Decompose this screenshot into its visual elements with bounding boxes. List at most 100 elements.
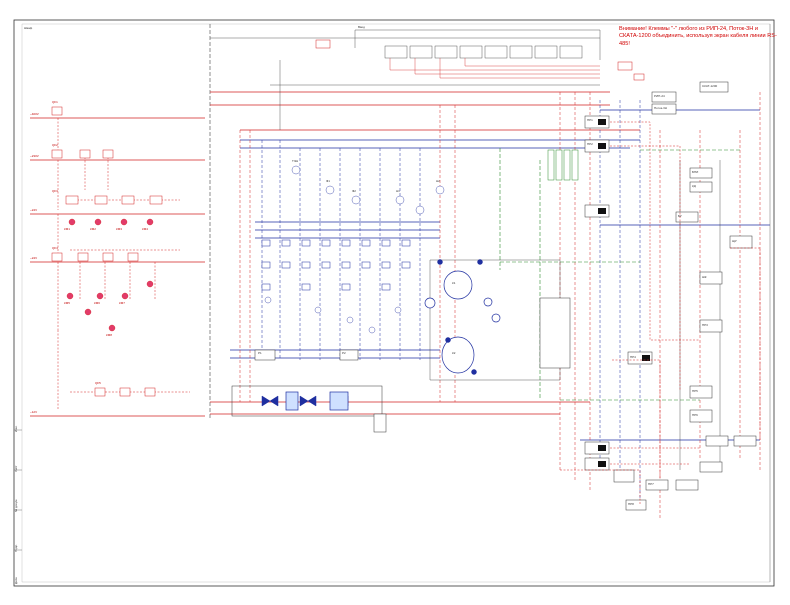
- top-modules-item: [484, 45, 508, 59]
- warning-note: Внимание! Клеммы "-" любого из РИП-24, П…: [619, 26, 777, 47]
- instrument-cluster-item: [281, 239, 291, 247]
- right-red-routing-item: [612, 359, 661, 480]
- right-device-boxes-item: [689, 181, 713, 193]
- right-device-boxes-item: [625, 499, 647, 511]
- left-row-label: ~24V: [30, 256, 38, 260]
- instrument-cluster-item: [301, 239, 311, 247]
- title-block-cell: Подп.: [14, 544, 18, 552]
- top-module-wires-item: [414, 58, 600, 75]
- left-bus-drops: [57, 118, 190, 410]
- top-module-wires-item: [389, 58, 600, 71]
- device-label: ПР7: [648, 482, 654, 486]
- top-module-wires-item: [439, 58, 600, 79]
- component-label: К2: [452, 351, 456, 355]
- right-device-blocks-item: [598, 143, 606, 149]
- instrument-cluster-item: [261, 239, 271, 247]
- right-red-routing-item: [610, 145, 681, 390]
- instrument-cluster-item: [361, 239, 371, 247]
- right-device-boxes-item: [645, 479, 669, 491]
- left-sensors-item: [84, 308, 92, 316]
- instrument-cluster-item: [381, 239, 391, 247]
- title-block-cell: Лист: [14, 465, 18, 472]
- relay-label: КМ7: [119, 301, 125, 305]
- device-label: ПР5: [692, 389, 698, 393]
- heat-exchanger-box: [231, 385, 383, 417]
- breaker-label: QF3: [52, 189, 58, 193]
- right-device-boxes-item: [613, 469, 635, 483]
- device-label: СКАТ-1200: [702, 84, 718, 88]
- right-red-routing-item: [610, 121, 700, 341]
- left-relay-boxes-item: [102, 252, 114, 262]
- top-module-wires-item: [464, 58, 600, 67]
- left-sensors-item: [146, 218, 154, 226]
- top-small-terminal: [315, 39, 331, 49]
- top-right-boxes-item: [633, 73, 645, 81]
- heat-exchanger-valves-item: [269, 395, 279, 407]
- right-ground-strips-item: [547, 149, 555, 181]
- instrument-cluster-item: [301, 283, 311, 291]
- pump-symbols-item: [437, 259, 443, 265]
- heat-exchanger-valves-item: [307, 395, 317, 407]
- top-modules-item: [384, 45, 408, 59]
- component-label: Р1: [258, 351, 262, 355]
- device-label: ПР8: [628, 502, 634, 506]
- left-row-label: ~400V: [30, 112, 39, 116]
- control-lines: [210, 29, 721, 470]
- right-device-boxes-item: [699, 461, 723, 473]
- left-row-label: ~12V: [30, 410, 38, 414]
- top-modules-item: [409, 45, 433, 59]
- instrument-cluster-item: [261, 261, 271, 269]
- instrument-cluster-item: [341, 283, 351, 291]
- left-relay-boxes-item: [127, 252, 139, 262]
- instrument-sensors-item: [325, 185, 335, 195]
- component-label: Н1: [396, 189, 400, 193]
- device-label: ЩУ: [732, 239, 737, 243]
- left-relay-boxes-item: [94, 387, 106, 397]
- right-device-boxes-item: [689, 385, 713, 399]
- instrument-sensors-item: [351, 195, 361, 205]
- left-sensors-item: [68, 218, 76, 226]
- right-device-blocks-item: [642, 355, 650, 361]
- right-red-routing-item: [730, 247, 761, 440]
- breaker-label: QF2: [52, 143, 58, 147]
- right-device-blocks-item: [598, 461, 606, 467]
- right-device-boxes-item: [675, 211, 699, 223]
- component-label: Ф1: [326, 179, 330, 183]
- instrument-cluster-item: [261, 283, 271, 291]
- left-sensors-item: [94, 218, 102, 226]
- left-sensors-item: [96, 292, 104, 300]
- device-label: БУ: [678, 214, 682, 218]
- right-ground-strips-item: [555, 149, 563, 181]
- top-modules-item: [559, 45, 583, 59]
- left-sensors-item: [108, 324, 116, 332]
- instrument-cluster-item: [381, 283, 391, 291]
- tank-symbols-item: [424, 297, 436, 309]
- left-relay-boxes-item: [79, 149, 91, 159]
- instrument-sensors-item: [346, 316, 354, 324]
- left-relay-boxes-item: [65, 195, 79, 205]
- header-top-label: Ввод: [358, 25, 365, 29]
- device-label: ПР4: [630, 355, 636, 359]
- right-device-boxes-item: [699, 319, 723, 333]
- right-red-routing: [560, 121, 761, 505]
- left-relay-boxes: [51, 106, 163, 397]
- device-label: БПИ: [692, 170, 699, 174]
- left-relay-boxes-item: [144, 387, 156, 397]
- device-label: ПР3: [702, 323, 708, 327]
- tank-symbols: [424, 270, 501, 374]
- title-block-cell: № докум.: [14, 498, 18, 512]
- breaker-label: QF5: [95, 381, 101, 385]
- relay-label: КМ6: [94, 301, 100, 305]
- top-modules-item: [509, 45, 533, 59]
- left-sensors-item: [121, 292, 129, 300]
- instrument-sensors-item: [314, 306, 322, 314]
- right-red-routing-item: [560, 469, 641, 505]
- component-label: Н2: [436, 179, 440, 183]
- left-sensors-item: [120, 218, 128, 226]
- breaker-label: QF1: [52, 100, 58, 104]
- bottom-terminal-boxes-item: [254, 349, 276, 361]
- device-label: КД: [692, 184, 696, 188]
- instrument-cluster-item: [281, 261, 291, 269]
